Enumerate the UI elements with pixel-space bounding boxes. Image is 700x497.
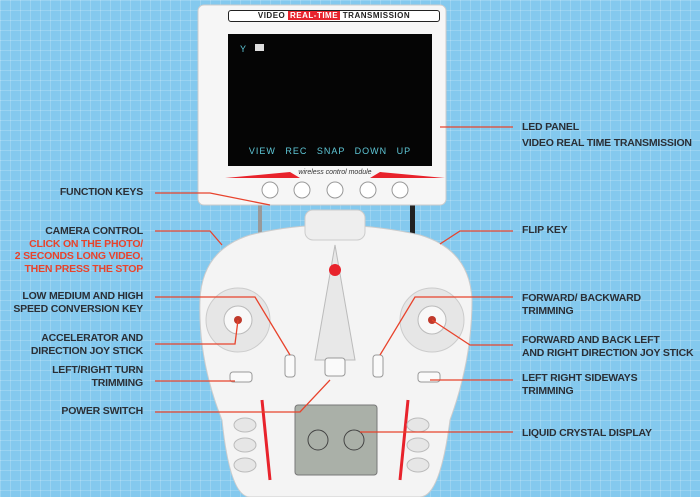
title-prefix: VIDEO	[257, 11, 286, 20]
label-lcd: LIQUID CRYSTAL DISPLAY	[522, 427, 652, 439]
forward-backward-trim[interactable]	[372, 354, 384, 378]
antenna-right	[410, 200, 415, 240]
speed-line: SPEED CONVERSION KEY	[13, 302, 143, 315]
monitor-mount	[304, 209, 366, 241]
monitor-screen	[228, 34, 432, 166]
title-suffix: TRANSMISSION	[342, 11, 411, 20]
module-text: wireless control module	[298, 169, 372, 176]
label-power-switch: POWER SWITCH	[61, 405, 143, 417]
screen-menu: VIEW REC SNAP DOWN UP	[248, 146, 412, 156]
label-camera-control: CAMERA CONTROL CLICK ON THE PHOTO/ 2 SEC…	[15, 225, 143, 275]
accel-line: ACCELERATOR AND	[41, 332, 143, 344]
leader-lines	[155, 126, 513, 433]
accel-line: DIRECTION JOY STICK	[30, 344, 143, 357]
left-right-turn-trim[interactable]	[229, 371, 253, 383]
red-trim-lines	[260, 399, 410, 481]
lcd-left-stick-icon	[307, 429, 329, 451]
power-switch[interactable]	[324, 357, 346, 377]
lcd-display	[294, 404, 378, 476]
antenna-left	[258, 195, 262, 235]
signal-icon: Y	[240, 44, 246, 54]
label-function-keys: FUNCTION KEYS	[59, 186, 143, 198]
side-line: LEFT RIGHT SIDEWAYS	[522, 372, 638, 384]
dir-line: FORWARD AND BACK LEFT	[522, 334, 660, 346]
camera-note: 2 SECONDS LONG VIDEO,	[14, 250, 143, 262]
speed-key[interactable]	[284, 354, 296, 378]
camera-note: THEN PRESS THE STOP	[24, 262, 143, 275]
bottom-buttons	[233, 417, 430, 473]
side-line: TRIMMING	[522, 384, 574, 397]
title-highlight: REAL-TIME	[288, 11, 341, 20]
camera-control-title: CAMERA CONTROL	[45, 225, 143, 237]
camera-note: CLICK ON THE PHOTO/	[29, 237, 143, 250]
function-keys[interactable]	[261, 181, 409, 199]
lcd-right-stick-icon	[343, 429, 365, 451]
speed-line: LOW MEDIUM AND HIGH	[22, 290, 143, 302]
battery-icon	[255, 44, 264, 51]
turn-line: TRIMMING	[91, 376, 144, 389]
monitor-red-accent	[225, 172, 445, 178]
turn-line: LEFT/RIGHT TURN	[52, 364, 143, 376]
label-flip-key: FLIP KEY	[522, 224, 568, 236]
dir-line: AND RIGHT DIRECTION JOY STICK	[522, 346, 694, 359]
fb-line: TRIMMING	[522, 304, 574, 317]
led-line: VIDEO REAL TIME TRANSMISSION	[522, 136, 692, 149]
label-led-panel: LED PANEL VIDEO REAL TIME TRANSMISSION	[522, 121, 692, 149]
power-led	[329, 264, 341, 276]
led-line: LED PANEL	[522, 121, 579, 133]
fb-line: FORWARD/ BACKWARD	[522, 292, 641, 304]
monitor-title: VIDEO REAL-TIME TRANSMISSION	[228, 10, 440, 22]
